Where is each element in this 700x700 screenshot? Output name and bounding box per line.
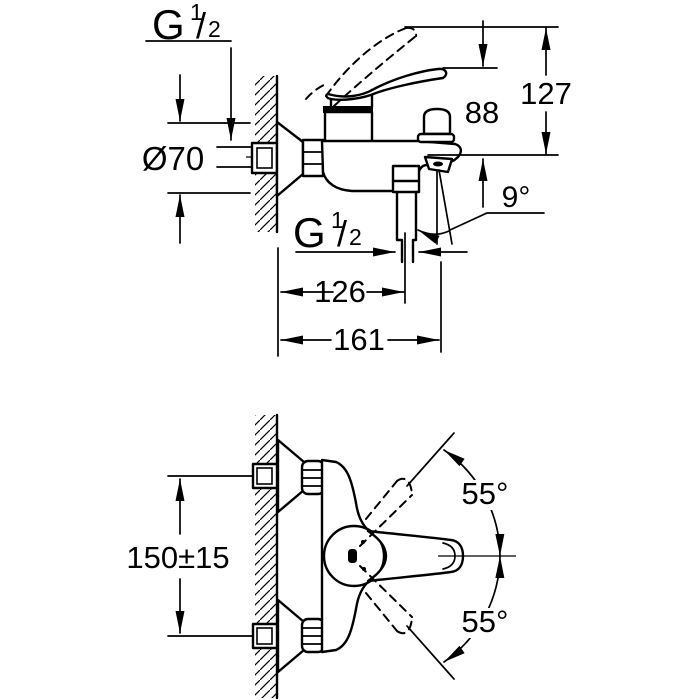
lever-height-label: 88 — [465, 95, 499, 130]
swivel-lower-label: 55° — [462, 604, 509, 639]
swivel-line-lower — [406, 625, 455, 680]
housing-ring — [323, 106, 373, 113]
diverter-knob — [416, 107, 456, 144]
outlet-position-upper-dashed — [359, 477, 413, 547]
open-lever-height-label: 127 — [520, 76, 572, 111]
stream-angled-line — [438, 169, 453, 245]
union-nut — [301, 138, 325, 178]
spout-reach-label: 161 — [333, 322, 385, 357]
dimension-127: 127 — [404, 26, 572, 156]
dimension-9-degrees: 9° — [417, 181, 545, 244]
lever-handle-side — [325, 67, 448, 101]
lever-open-dashed — [305, 26, 418, 107]
escutcheon-lower — [276, 598, 306, 674]
dimension-126: 126 — [277, 232, 406, 357]
dimension-g-inlet: G 1 / 2 — [145, 0, 236, 141]
faucet-side-view — [275, 26, 463, 264]
dimension-161: 161 — [280, 261, 442, 357]
swivel-line-upper — [406, 432, 455, 487]
wall-plan-view — [255, 413, 279, 700]
escutcheon-upper — [276, 438, 306, 514]
swivel-upper-label: 55° — [462, 476, 509, 511]
spout-angle-label: 9° — [502, 181, 531, 214]
lever-logo-mark — [348, 549, 357, 563]
cartridge-housing — [323, 110, 374, 144]
flange-diameter-label: Ø70 — [142, 140, 204, 177]
dimension-88: 88 — [442, 20, 499, 208]
faucet-plan-view — [251, 438, 465, 674]
shower-outlet-connection — [391, 164, 421, 264]
dimension-g-outlet: G 1 / 2 — [293, 207, 468, 257]
dimension-55-lower: 55° — [406, 555, 514, 680]
escutcheon-cone — [275, 120, 305, 198]
aerator-outlet — [433, 161, 443, 167]
dimension-diameter-70: Ø70 — [142, 74, 251, 244]
connection-distance-label: 150±15 — [126, 540, 229, 575]
wall-hatch-bottom — [255, 415, 277, 698]
dimension-55-upper: 55° — [406, 432, 514, 557]
outlet-offset-label: 126 — [314, 274, 366, 309]
outlet-thread-label: G 1 / 2 — [293, 207, 362, 256]
faucet-body-side — [320, 139, 463, 193]
outlet-position-lower-dashed — [359, 565, 413, 635]
dimension-150: 150±15 — [126, 475, 253, 637]
